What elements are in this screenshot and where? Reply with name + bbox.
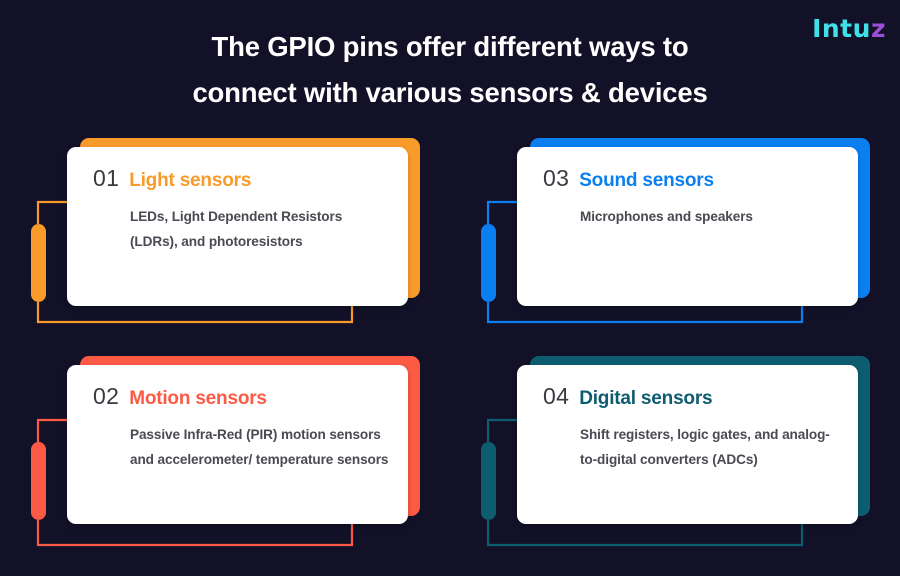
logo-text: Intuz — [812, 16, 886, 41]
card-surface-1[interactable]: 01 Light sensors LEDs, Light Dependent R… — [67, 147, 408, 306]
card-description-3: Microphones and speakers — [580, 209, 753, 224]
card-light-sensors[interactable]: 01 Light sensors LEDs, Light Dependent R… — [20, 132, 420, 350]
header: The GPIO pins offer different ways to co… — [0, 0, 900, 128]
card-number-1: 01 — [93, 165, 120, 191]
page-title-line-1: The GPIO pins offer different ways to — [211, 31, 689, 62]
page-title: The GPIO pins offer different ways to co… — [110, 24, 790, 116]
logo-text-main: Intu — [812, 13, 871, 43]
card-title-3: Sound sensors — [579, 170, 714, 191]
card-description-2: Passive Infra-Red (PIR) motion sensors a… — [130, 427, 389, 467]
card-title-2: Motion sensors — [129, 388, 267, 409]
intuz-logo: Intuz — [812, 14, 886, 42]
card-sound-sensors[interactable]: 03 Sound sensors Microphones and speaker… — [470, 132, 870, 350]
card-surface-2[interactable]: 02 Motion sensors Passive Infra-Red (PIR… — [67, 365, 408, 524]
page-title-line-2: connect with various sensors & devices — [192, 77, 708, 108]
card-header-3: 03 Sound sensors — [543, 165, 840, 195]
card-title-1: Light sensors — [129, 170, 252, 191]
card-surface-3[interactable]: 03 Sound sensors Microphones and speaker… — [517, 147, 858, 306]
card-number-4: 04 — [543, 383, 570, 409]
card-motion-sensors[interactable]: 02 Motion sensors Passive Infra-Red (PIR… — [20, 350, 420, 568]
card-header-4: 04 Digital sensors — [543, 383, 840, 413]
card-surface-4[interactable]: 04 Digital sensors Shift registers, logi… — [517, 365, 858, 524]
logo-text-accent: z — [870, 13, 886, 43]
card-description-4: Shift registers, logic gates, and analog… — [580, 427, 830, 467]
card-header-1: 01 Light sensors — [93, 165, 390, 195]
card-number-3: 03 — [543, 165, 570, 191]
card-digital-sensors[interactable]: 04 Digital sensors Shift registers, logi… — [470, 350, 870, 568]
card-number-2: 02 — [93, 383, 120, 409]
card-title-4: Digital sensors — [579, 388, 713, 409]
card-description-1: LEDs, Light Dependent Resistors (LDRs), … — [130, 209, 343, 249]
card-header-2: 02 Motion sensors — [93, 383, 390, 413]
